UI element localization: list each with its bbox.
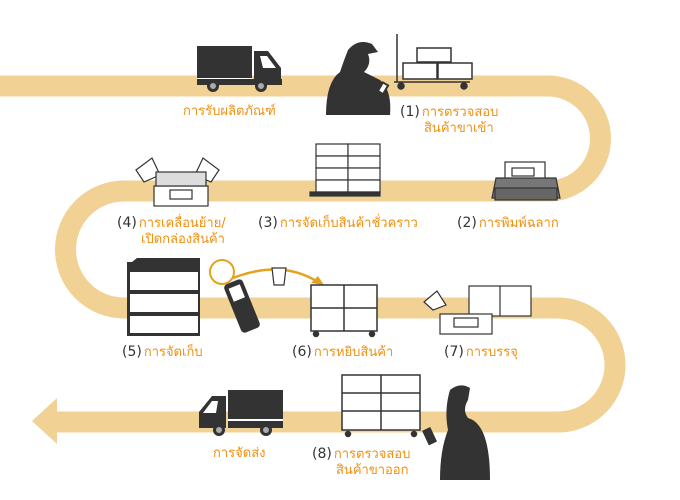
step6-label: (6)การหยิบสินค้า — [292, 344, 393, 361]
step5-number: (5) — [122, 344, 142, 360]
ship-label: การจัดส่ง — [213, 446, 266, 462]
picking-arrowhead — [311, 276, 324, 285]
outbound-cart-icon — [341, 374, 421, 438]
storage-shelf-icon — [127, 258, 200, 336]
step4-label: (4)การเคลื่อนย้าย/ เปิดกล่องสินค้า — [117, 215, 226, 248]
step2-number: (2) — [457, 215, 477, 231]
step1-text-line2: สินค้าขาเข้า — [424, 121, 494, 136]
step5-text: การจัดเก็บ — [143, 345, 203, 360]
step7-number: (7) — [444, 344, 464, 360]
step1-text: การตรวจสอบ — [421, 105, 499, 120]
open-box-icon — [135, 157, 220, 207]
step3-label: (3)การจัดเก็บสินค้าชั่วคราว — [258, 215, 418, 232]
trolley-with-boxes-icon — [394, 34, 473, 90]
step1-number: (1) — [400, 104, 420, 120]
packing-boxes-icon — [423, 285, 532, 335]
outbound-inspector-icon — [422, 385, 490, 480]
step7-label: (7)การบรรจุ — [444, 344, 518, 361]
cup-icon — [271, 267, 287, 286]
label-printer-icon — [491, 161, 561, 201]
step4-text-line2: เปิดกล่องสินค้า — [141, 232, 225, 247]
step4-number: (4) — [117, 215, 137, 231]
barcode-magnifier-icon — [209, 259, 235, 285]
handheld-scanner-icon — [224, 279, 260, 333]
inbound-inspector-icon — [326, 42, 391, 115]
step8-number: (8) — [312, 446, 332, 462]
step3-number: (3) — [258, 215, 278, 231]
receive-label: การรับผลิตภัณฑ์ — [183, 104, 276, 120]
flow-end-arrowhead — [32, 398, 57, 444]
step6-number: (6) — [292, 344, 312, 360]
receive-text: การรับผลิตภัณฑ์ — [183, 104, 276, 119]
step1-label: (1)การตรวจสอบ สินค้าขาเข้า — [400, 104, 498, 137]
picking-cart-icon — [310, 284, 378, 338]
step8-text-line2: สินค้าขาออก — [336, 463, 409, 478]
shipping-truck-icon — [199, 390, 283, 436]
step8-text: การตรวจสอบ — [333, 447, 411, 462]
step3-text: การจัดเก็บสินค้าชั่วคราว — [279, 216, 418, 231]
ship-text: การจัดส่ง — [213, 446, 266, 461]
step2-text: การพิมพ์ฉลาก — [478, 216, 559, 231]
step8-label: (8)การตรวจสอบ สินค้าขาออก — [312, 446, 410, 479]
step5-label: (5)การจัดเก็บ — [122, 344, 203, 361]
step2-label: (2)การพิมพ์ฉลาก — [457, 215, 559, 232]
pallet-boxes-icon — [309, 143, 381, 197]
step4-text: การเคลื่อนย้าย/ — [138, 216, 226, 231]
flow-path — [0, 75, 626, 433]
step6-text: การหยิบสินค้า — [313, 345, 394, 360]
step7-text: การบรรจุ — [465, 345, 518, 360]
receiving-truck-icon — [197, 46, 282, 92]
